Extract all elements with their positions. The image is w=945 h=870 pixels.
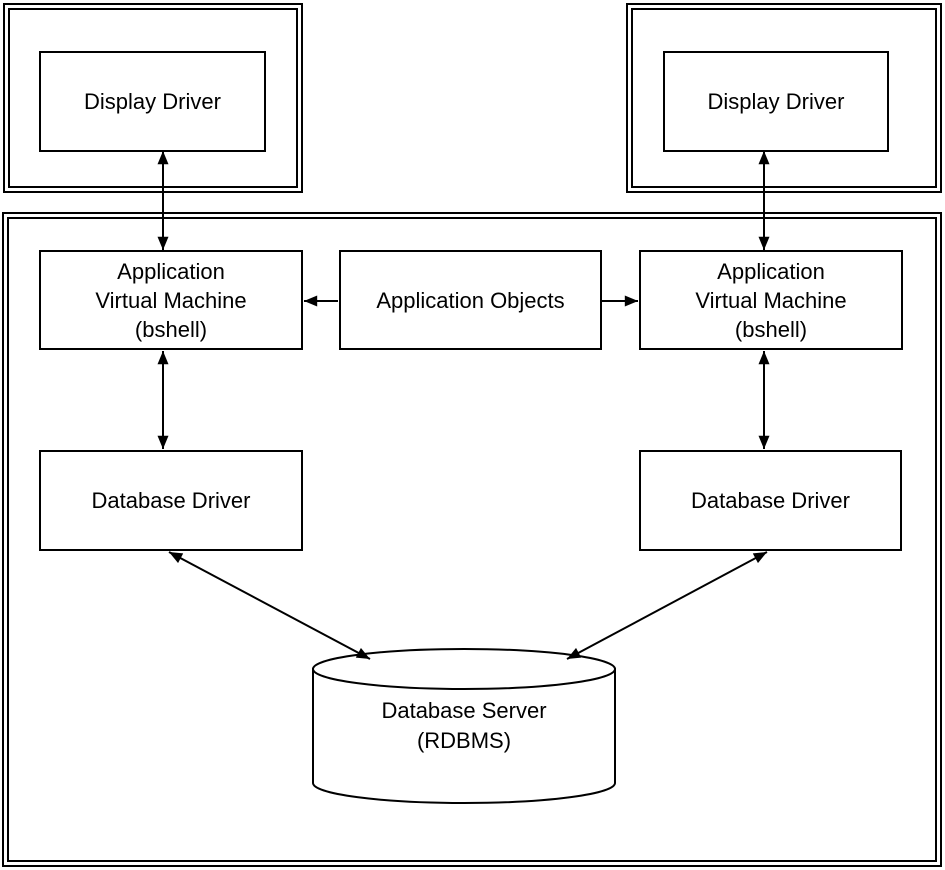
database-server-label: Database Server (RDBMS) xyxy=(314,696,614,756)
avm-label-line1-left: Application xyxy=(117,258,225,284)
application-virtual-machine-box-right: Application Virtual Machine (bshell) xyxy=(639,250,903,350)
avm-label-line2-left: Virtual Machine xyxy=(95,287,247,313)
database-server-label-line1: Database Server xyxy=(381,698,547,723)
application-objects-box: Application Objects xyxy=(339,250,602,350)
avm-label-line1-right: Application xyxy=(717,258,825,284)
database-driver-box-left: Database Driver xyxy=(39,450,303,551)
server-container-frame xyxy=(2,212,942,867)
avm-label-line2-right: Virtual Machine xyxy=(695,287,847,313)
application-objects-label: Application Objects xyxy=(376,287,565,313)
monitor-frame-left xyxy=(3,3,303,193)
database-driver-label-left: Database Driver xyxy=(91,488,251,513)
display-driver-box-right: Display Driver xyxy=(663,51,889,152)
avm-label-line3-left: (bshell) xyxy=(134,316,208,342)
display-driver-box-left: Display Driver xyxy=(39,51,266,152)
avm-label-line3-right: (bshell) xyxy=(734,316,808,342)
display-driver-label-right: Display Driver xyxy=(707,89,845,114)
application-virtual-machine-box-left: Application Virtual Machine (bshell) xyxy=(39,250,303,350)
database-driver-label-right: Database Driver xyxy=(691,488,850,513)
display-driver-label-left: Display Driver xyxy=(84,89,221,114)
database-server-label-line2: (RDBMS) xyxy=(416,728,512,753)
database-driver-box-right: Database Driver xyxy=(639,450,902,551)
monitor-frame-right xyxy=(626,3,942,193)
